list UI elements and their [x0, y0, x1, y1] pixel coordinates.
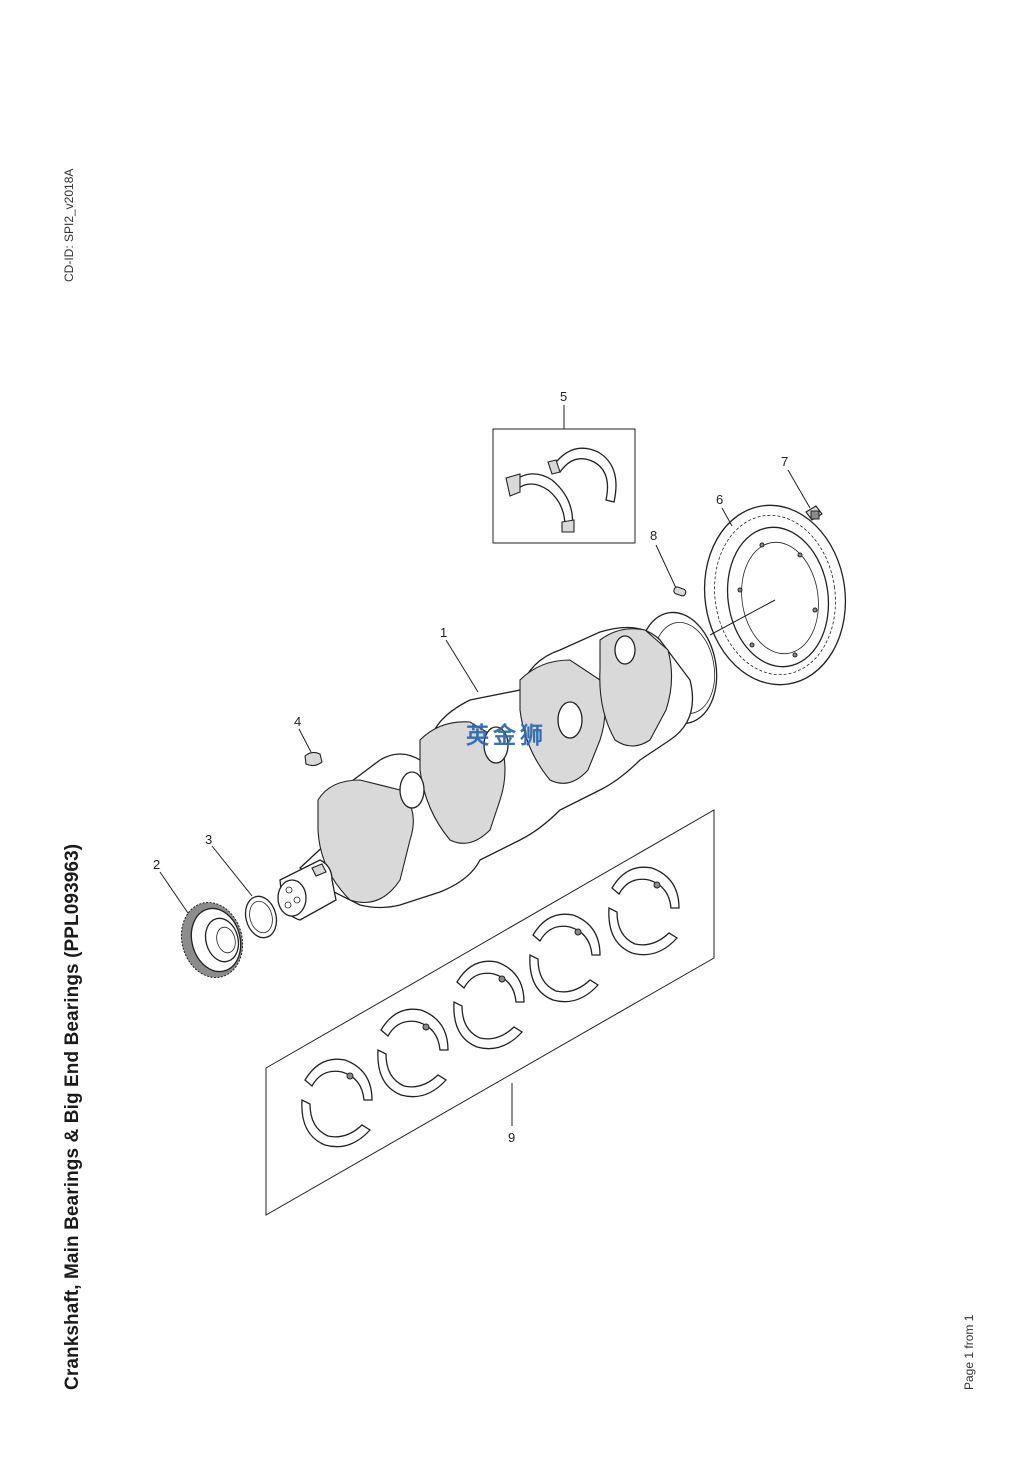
callout-6: 6: [716, 492, 723, 507]
timing-gear: [159, 871, 244, 979]
callout-1: 1: [440, 625, 447, 640]
callout-2: 2: [153, 857, 160, 872]
callout-3: 3: [205, 832, 212, 847]
bearing-shell-pair: [377, 1008, 449, 1098]
flange-bolt: [787, 469, 823, 521]
bearing-shell-box: [265, 809, 715, 1216]
callout-9: 9: [508, 1130, 515, 1145]
callout-4: 4: [294, 714, 301, 729]
seal-ring: [211, 845, 278, 939]
reluctor-ring: [703, 504, 847, 686]
callout-7: 7: [781, 454, 788, 469]
bearing-shell-pair: [301, 1058, 373, 1148]
watermark-logo: 英金狮: [466, 722, 547, 748]
dowel-pin: [655, 544, 687, 597]
callout-8: 8: [650, 528, 657, 543]
woodruff-key: [298, 728, 323, 767]
bearing-shell-pair: [529, 913, 601, 1003]
bearing-shell-pair: [453, 960, 525, 1050]
thrust-washer-box: [492, 405, 636, 544]
callout-5: 5: [560, 389, 567, 404]
bearing-shell-pair: [608, 866, 680, 956]
crankshaft: [277, 611, 718, 921]
